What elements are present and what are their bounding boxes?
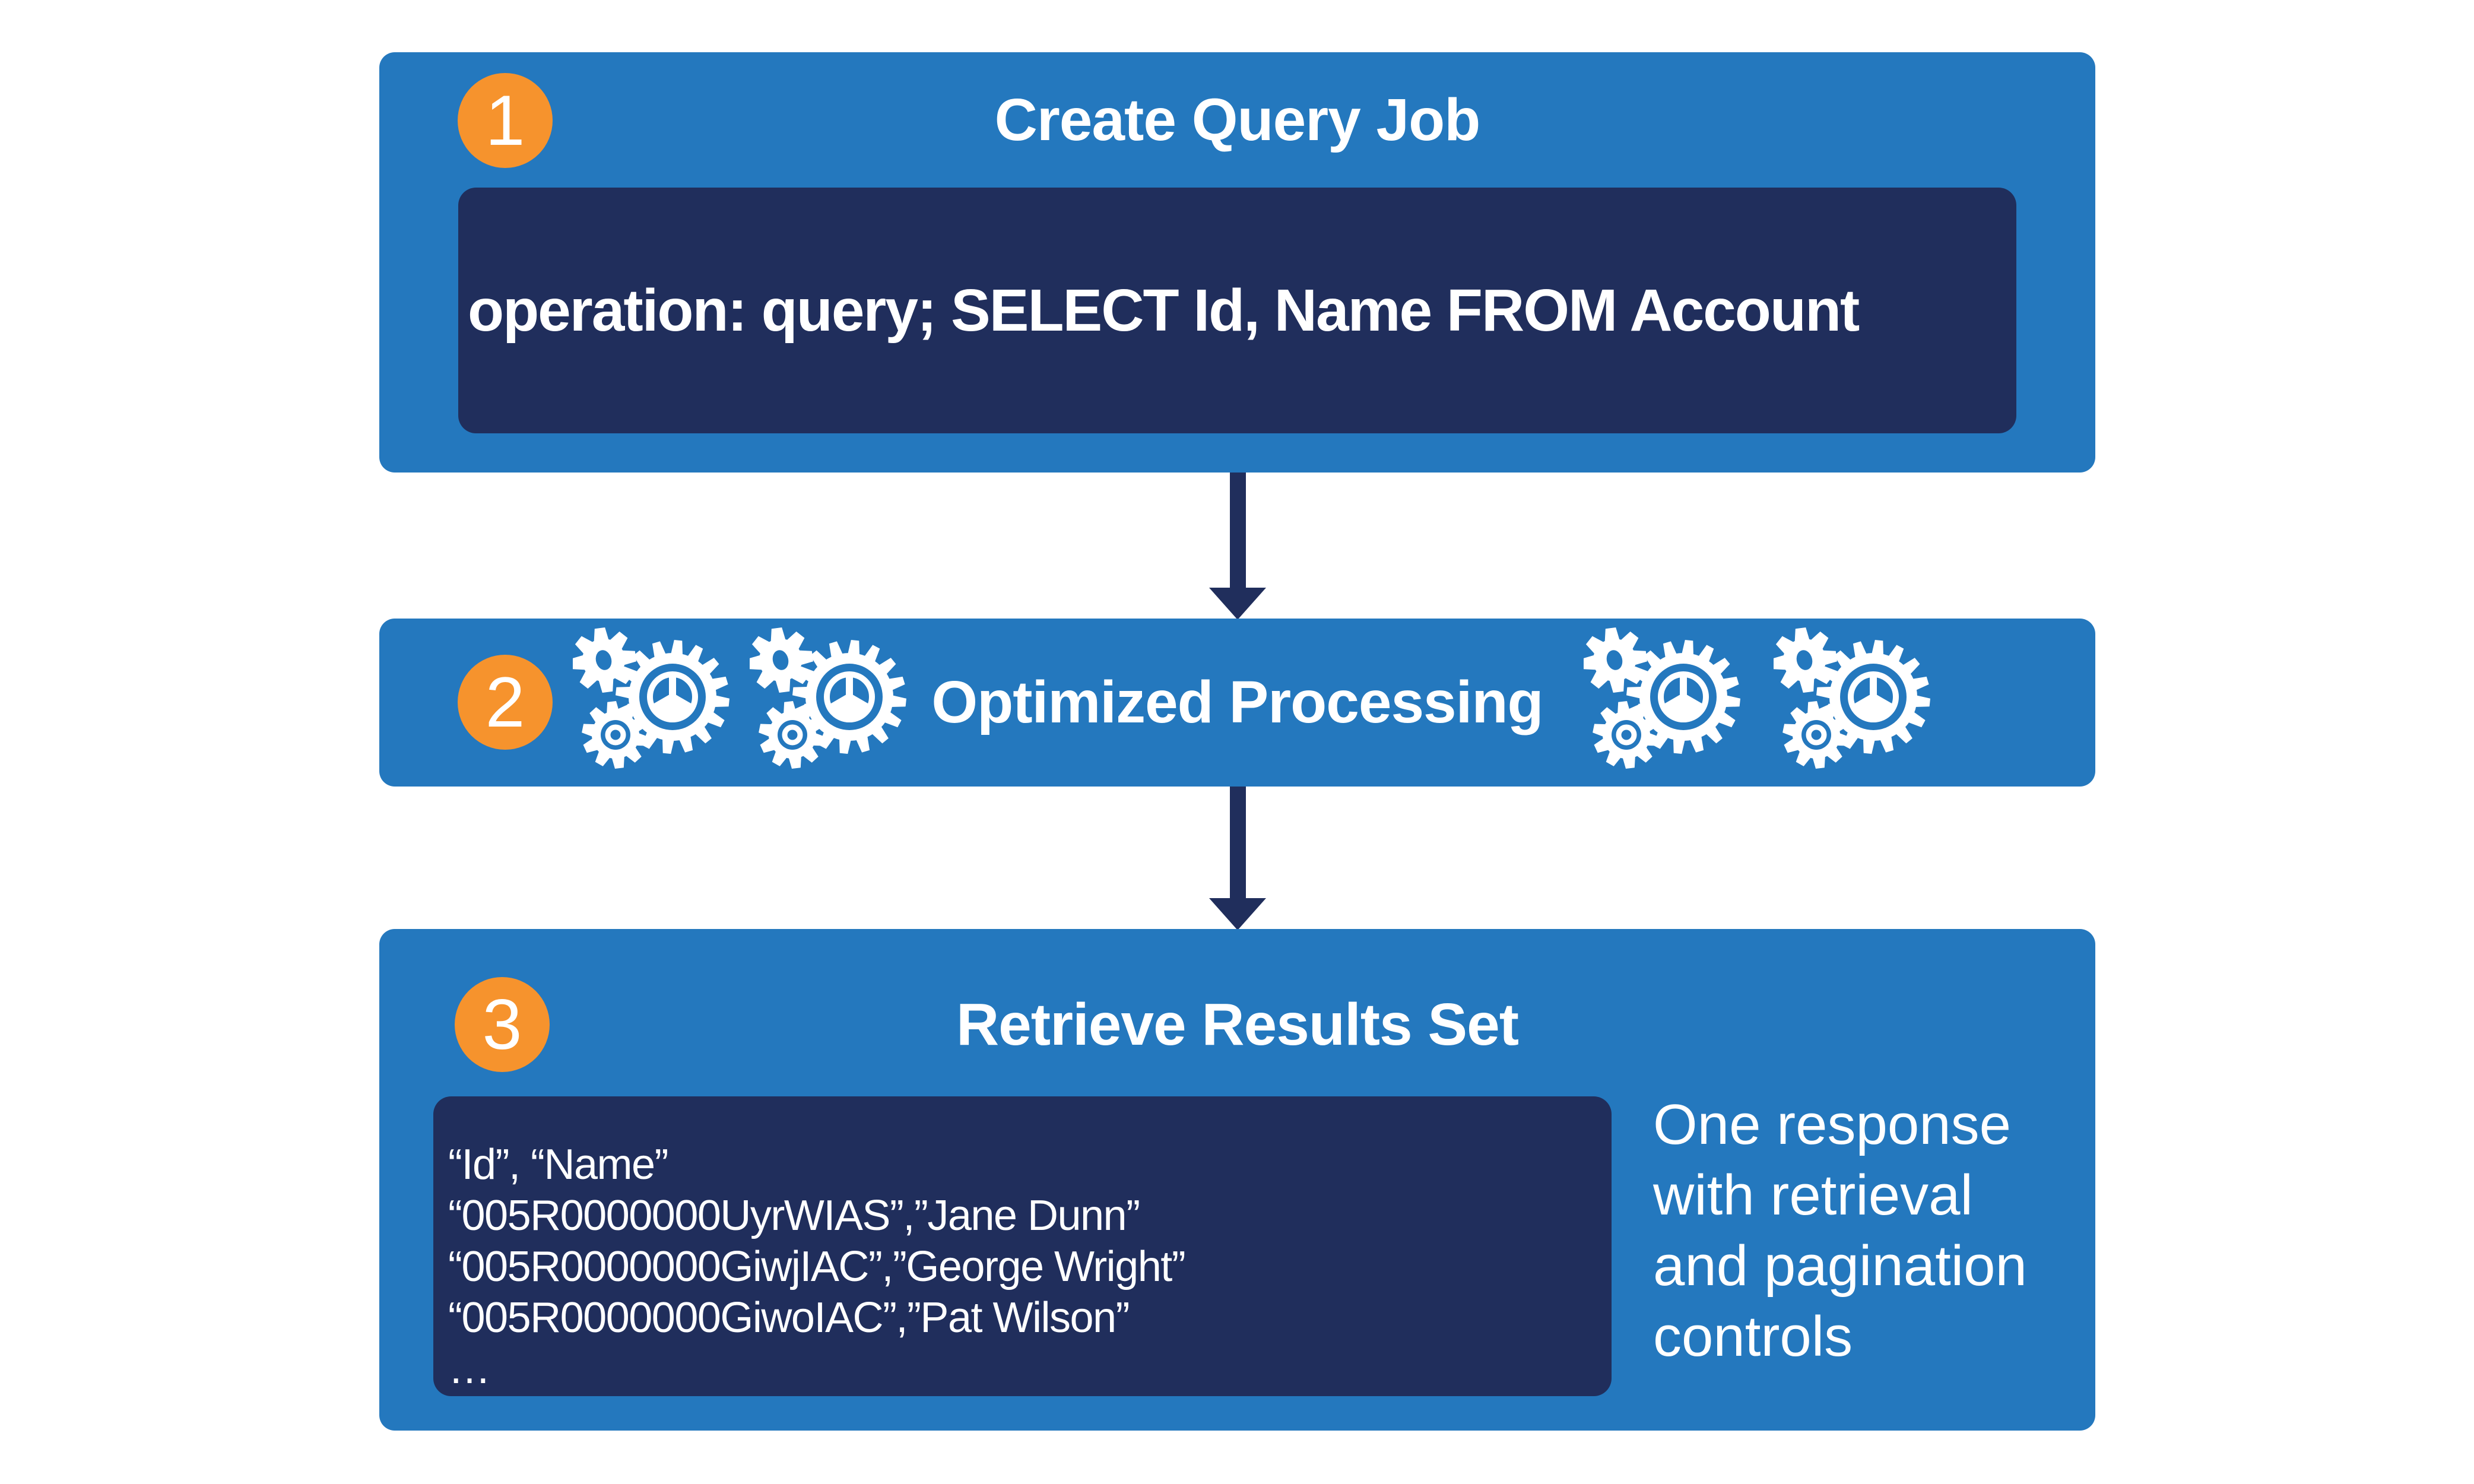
results-csv-line: “005R0000000UyrWIAS”,”Jane Dunn” [448, 1192, 1140, 1239]
step-1-title-row: Create Query Job [379, 52, 2095, 188]
results-csv-line: “Id”, “Name” [448, 1141, 669, 1188]
side-note-line: One response [1653, 1093, 2012, 1156]
step-3-title: Retrieve Results Set [956, 991, 1519, 1058]
step-3-number-badge: 3 [455, 977, 550, 1072]
arrow-head [1209, 898, 1266, 930]
step-1-box: 1 Create Query Job operation: query; SEL… [379, 52, 2095, 473]
arrow-head [1209, 588, 1266, 620]
step-2-box: 2 Optimized Processing [379, 619, 2095, 787]
step-1-title: Create Query Job [994, 86, 1481, 153]
results-csv-line: “005R0000000GiwjIAC”,”George Wright” [448, 1243, 1186, 1290]
gears-icon [750, 627, 906, 769]
gears-icon [1584, 627, 1740, 769]
query-code-text: operation: query; SELECT Id, Name FROM A… [468, 277, 1860, 344]
arrow-shaft [1229, 787, 1246, 898]
side-note-line: and pagination [1653, 1234, 2027, 1298]
step-2-title-row: Optimized Processing [379, 619, 2095, 787]
step-3-box: 3 Retrieve Results Set “Id”, “Name” “005… [379, 929, 2095, 1431]
step-1-number-badge: 1 [458, 73, 553, 168]
gears-icon [573, 627, 729, 769]
step-2-title: Optimized Processing [931, 669, 1543, 735]
step-3-title-row: Retrieve Results Set [379, 953, 2095, 1096]
flow-arrow-down-1 [1209, 473, 1266, 620]
gears-icon [1774, 627, 1930, 769]
step-2-number-badge: 2 [458, 655, 553, 750]
results-csv-panel: “Id”, “Name” “005R0000000UyrWIAS”,”Jane … [433, 1096, 1612, 1396]
side-note: One response with retrieval and paginati… [1653, 1089, 2122, 1372]
results-csv-line: “005R0000000GiwoIAC”,”Pat Wilson” [448, 1294, 1130, 1342]
arrow-shaft [1229, 473, 1246, 588]
side-note-line: with retrieval [1653, 1163, 1973, 1227]
side-note-line: controls [1653, 1305, 1853, 1368]
query-code-panel: operation: query; SELECT Id, Name FROM A… [458, 188, 2016, 433]
results-csv-ellipsis: … [448, 1345, 491, 1393]
flow-arrow-down-2 [1209, 787, 1266, 930]
